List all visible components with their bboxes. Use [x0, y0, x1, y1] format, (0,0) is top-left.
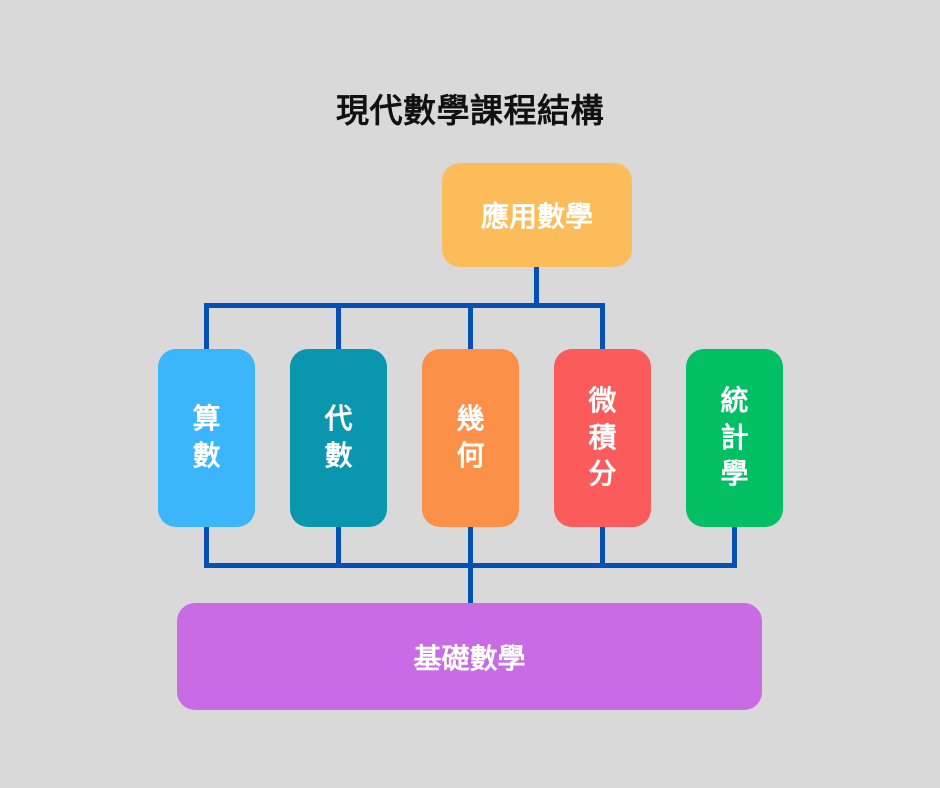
node-geometry: 幾何 — [422, 349, 519, 527]
node-applied-math: 應用數學 — [442, 163, 632, 267]
node-applied-math-label: 應用數學 — [480, 200, 593, 233]
node-arithmetic: 算數 — [158, 349, 255, 527]
connector-top-drop-arithmetic — [204, 303, 209, 349]
node-algebra-label: 代數 — [324, 402, 353, 472]
connector-bottom-horizontal — [204, 563, 737, 568]
connector-top-horizontal — [204, 303, 605, 308]
node-foundation-math: 基礎數學 — [177, 603, 762, 710]
node-foundation-math-label: 基礎數學 — [413, 641, 526, 675]
node-calculus: 微積分 — [554, 349, 651, 527]
diagram-title: 現代數學課程結構 — [336, 91, 604, 130]
connector-top-drop-calculus — [600, 303, 605, 349]
connector-top-drop-geometry — [468, 303, 473, 349]
connector-top-drop-algebra — [336, 303, 341, 349]
connector-bottom-drop-arithmetic — [204, 527, 209, 568]
node-calculus-label: 微積分 — [588, 383, 617, 491]
node-geometry-label: 幾何 — [456, 402, 485, 472]
connector-bottom-drop-algebra — [336, 527, 341, 568]
connector-bottom-drop-calculus — [600, 527, 605, 568]
node-arithmetic-label: 算數 — [192, 402, 221, 472]
node-algebra: 代數 — [290, 349, 387, 527]
node-statistics-label: 統計學 — [720, 383, 749, 491]
node-statistics: 統計學 — [686, 349, 783, 527]
connector-root-drop — [534, 267, 539, 308]
connector-bottom-drop-statistics — [732, 527, 737, 568]
